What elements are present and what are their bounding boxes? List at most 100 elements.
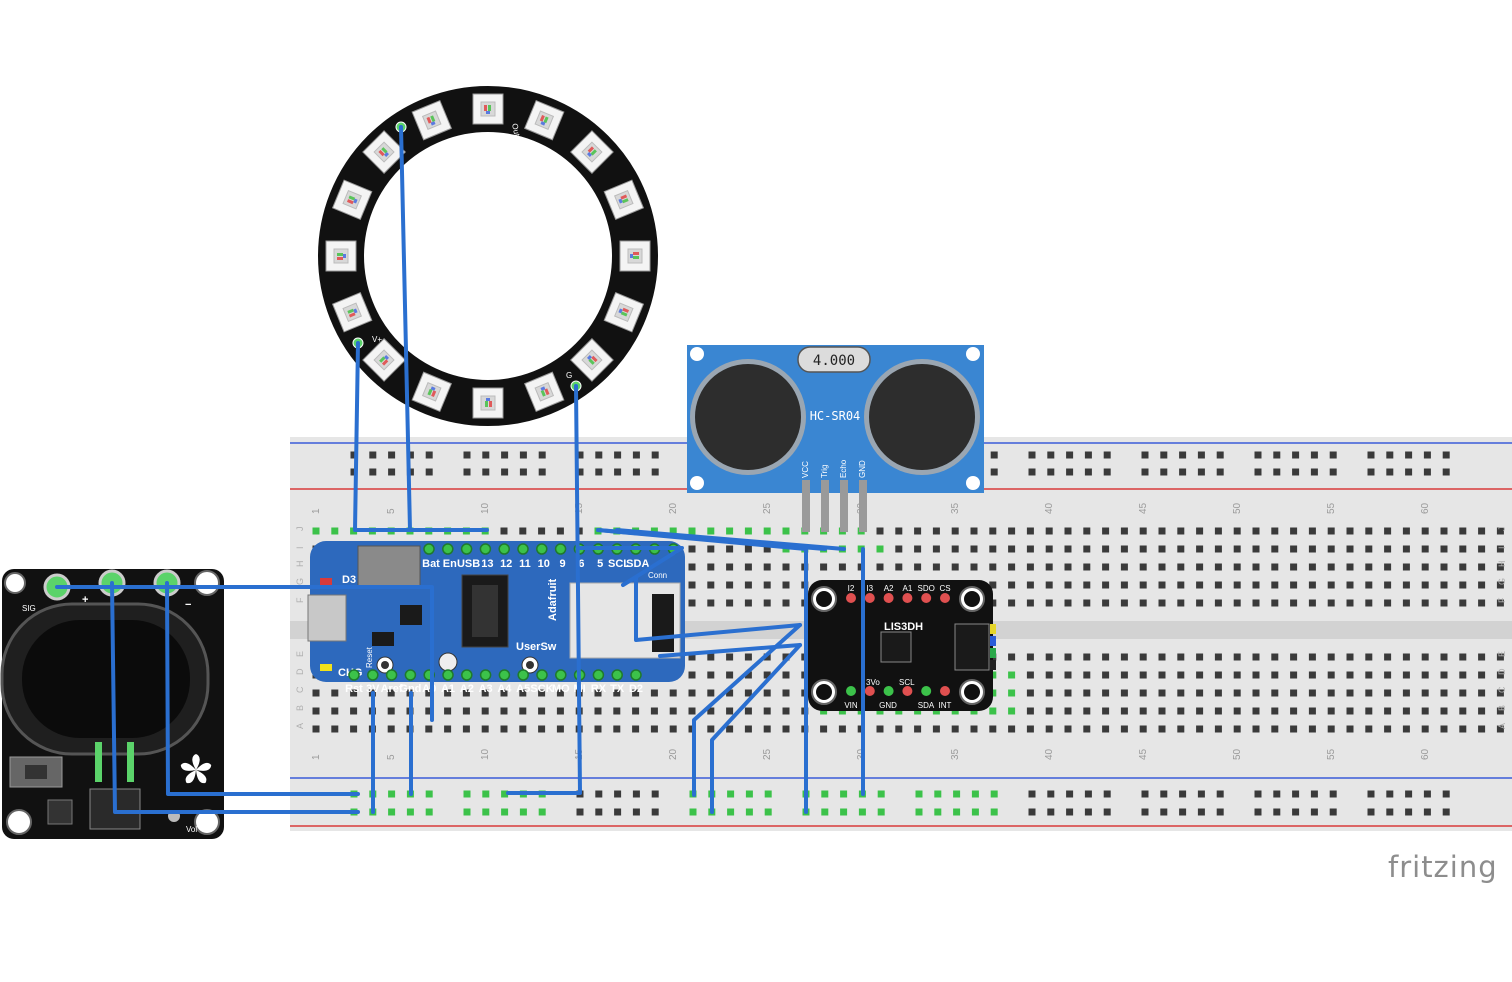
acc-pad — [864, 686, 875, 696]
label-reset: Reset — [365, 646, 374, 668]
breadboard-hole — [1327, 707, 1335, 715]
breadboard-hole — [1233, 707, 1241, 715]
breadboard-hole — [312, 527, 320, 535]
breadboard-hole — [1102, 527, 1110, 535]
feather-bottom-pin-label: Aref — [381, 683, 403, 695]
rail-hole — [388, 451, 396, 459]
rail-hole — [482, 790, 490, 798]
breadboard-hole — [1026, 545, 1034, 553]
column-number: 60 — [1420, 748, 1431, 760]
breadboard-hole — [1177, 545, 1185, 553]
breadboard-hole — [1177, 527, 1185, 535]
label-d3: D3 — [342, 574, 356, 586]
breadboard-hole — [1196, 599, 1204, 607]
breadboard-hole — [1271, 545, 1279, 553]
breadboard-hole — [1083, 581, 1091, 589]
breadboard-hole — [707, 599, 715, 607]
feather-bottom-pin-label: Gnd — [399, 683, 421, 695]
breadboard-hole — [500, 707, 508, 715]
acc-pad — [883, 686, 894, 696]
breadboard-hole — [1196, 581, 1204, 589]
ultrasonic-model-label: HC-SR04 — [810, 409, 861, 423]
breadboard-hole — [1496, 527, 1504, 535]
transducer-right — [869, 364, 975, 470]
breadboard-hole — [1271, 725, 1279, 733]
rail-hole — [632, 451, 640, 459]
feather-top-pin-label: Bat — [422, 558, 440, 570]
breadboard-hole — [1214, 527, 1222, 535]
breadboard-hole — [1158, 689, 1166, 697]
acc-pad — [864, 593, 875, 603]
breadboard-hole — [989, 527, 997, 535]
header-pin — [611, 669, 623, 681]
breadboard-hole — [1196, 527, 1204, 535]
breadboard-hole — [1459, 545, 1467, 553]
breadboard-hole — [1271, 671, 1279, 679]
battery-connector — [357, 545, 421, 589]
breadboard-hole — [462, 689, 470, 697]
breadboard-hole — [1496, 671, 1504, 679]
rail-hole — [1103, 451, 1111, 459]
rail-hole — [1292, 468, 1300, 476]
rail-hole — [388, 468, 396, 476]
breadboard-hole — [1083, 545, 1091, 553]
breadboard-hole — [1008, 725, 1016, 733]
breadboard-hole — [1308, 581, 1316, 589]
breadboard-hole — [1120, 671, 1128, 679]
breadboard-hole — [726, 689, 734, 697]
breadboard-hole — [932, 527, 940, 535]
crystal-label: 4.000 — [813, 353, 855, 369]
rail-hole — [1066, 451, 1074, 459]
breadboard-hole — [726, 671, 734, 679]
breadboard-hole — [1233, 527, 1241, 535]
breadboard-hole — [1459, 671, 1467, 679]
feather-top-pin-label: 5 — [597, 558, 603, 570]
breadboard-hole — [1008, 545, 1016, 553]
breadboard-hole — [1308, 725, 1316, 733]
rail-hole — [1405, 808, 1413, 816]
breadboard-hole — [613, 689, 621, 697]
rail-hole — [482, 808, 490, 816]
breadboard-hole — [707, 653, 715, 661]
breadboard-hole — [707, 671, 715, 679]
rail-hole — [915, 808, 923, 816]
acc-pad-label: A2 — [884, 584, 894, 593]
breadboard-hole — [989, 581, 997, 589]
rail-hole — [990, 808, 998, 816]
breadboard-hole — [444, 707, 452, 715]
breadboard-hole — [782, 527, 790, 535]
rail-hole — [990, 451, 998, 459]
breadboard-hole — [1008, 527, 1016, 535]
breadboard-hole — [1478, 599, 1486, 607]
rail-hole — [1386, 790, 1394, 798]
breadboard-hole — [914, 545, 922, 553]
label-3vo: 3Vo — [866, 678, 880, 687]
rail-hole — [632, 790, 640, 798]
breadboard-hole — [1064, 581, 1072, 589]
breadboard-hole — [1478, 689, 1486, 697]
rail-hole — [971, 790, 979, 798]
rail-hole — [1329, 451, 1337, 459]
breadboard-hole — [1384, 725, 1392, 733]
rail-hole — [1216, 468, 1224, 476]
breadboard-hole — [1365, 527, 1373, 535]
breadboard-hole — [1290, 689, 1298, 697]
rail-hole — [877, 790, 885, 798]
ring-led — [524, 99, 565, 141]
breadboard-hole — [1214, 599, 1222, 607]
rail-hole — [1367, 451, 1375, 459]
breadboard-hole — [763, 599, 771, 607]
stemma-connector — [954, 623, 990, 671]
breadboard-hole — [744, 725, 752, 733]
ring-led — [325, 240, 357, 272]
breadboard-hole — [331, 527, 339, 535]
rail-hole — [576, 808, 584, 816]
rail-hole — [1216, 451, 1224, 459]
breadboard-hole — [726, 527, 734, 535]
ic-chip — [372, 632, 394, 646]
jumper-wire — [615, 528, 846, 551]
breadboard-hole — [650, 725, 658, 733]
breadboard-hole — [556, 707, 564, 715]
breadboard-hole — [1440, 671, 1448, 679]
label-usersw: UserSw — [516, 641, 557, 653]
